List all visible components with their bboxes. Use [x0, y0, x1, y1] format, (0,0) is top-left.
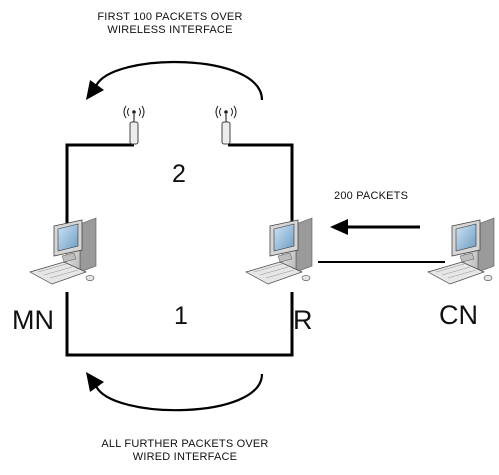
- wireless-path-line: [65, 143, 134, 245]
- top-annotation-line2: WIRELESS INTERFACE: [107, 24, 233, 36]
- wireless-path-number: 2: [172, 160, 186, 188]
- top-annotation-line1: FIRST 100 PACKETS OVER: [97, 11, 243, 23]
- packets-label: 200 PACKETS: [334, 190, 409, 202]
- packet-arrowhead-icon: [330, 219, 348, 235]
- cn-computer-icon: [427, 217, 495, 285]
- mn-label: MN: [12, 305, 54, 335]
- bottom-annotation: ALL FURTHER PACKETS OVER WIRED INTERFACE: [70, 438, 300, 464]
- r-label: R: [293, 305, 313, 335]
- r-antenna-icon: [215, 105, 237, 145]
- r-computer-icon: [245, 217, 313, 285]
- cn-label: CN: [439, 300, 478, 330]
- wired-path-line: [65, 292, 294, 357]
- top-annotation: FIRST 100 PACKETS OVER WIRELESS INTERFAC…: [55, 11, 285, 37]
- bottom-curved-arrow-icon: [95, 373, 264, 412]
- wired-path-number: 1: [174, 302, 188, 330]
- mn-antenna-icon: [123, 105, 145, 145]
- mn-computer-icon: [29, 217, 97, 285]
- top-curved-arrow-icon: [95, 60, 264, 101]
- wireless-path-line-right: [228, 143, 294, 245]
- bottom-annotation-line1: ALL FURTHER PACKETS OVER: [101, 438, 269, 450]
- bottom-annotation-line2: WIRED INTERFACE: [132, 451, 238, 463]
